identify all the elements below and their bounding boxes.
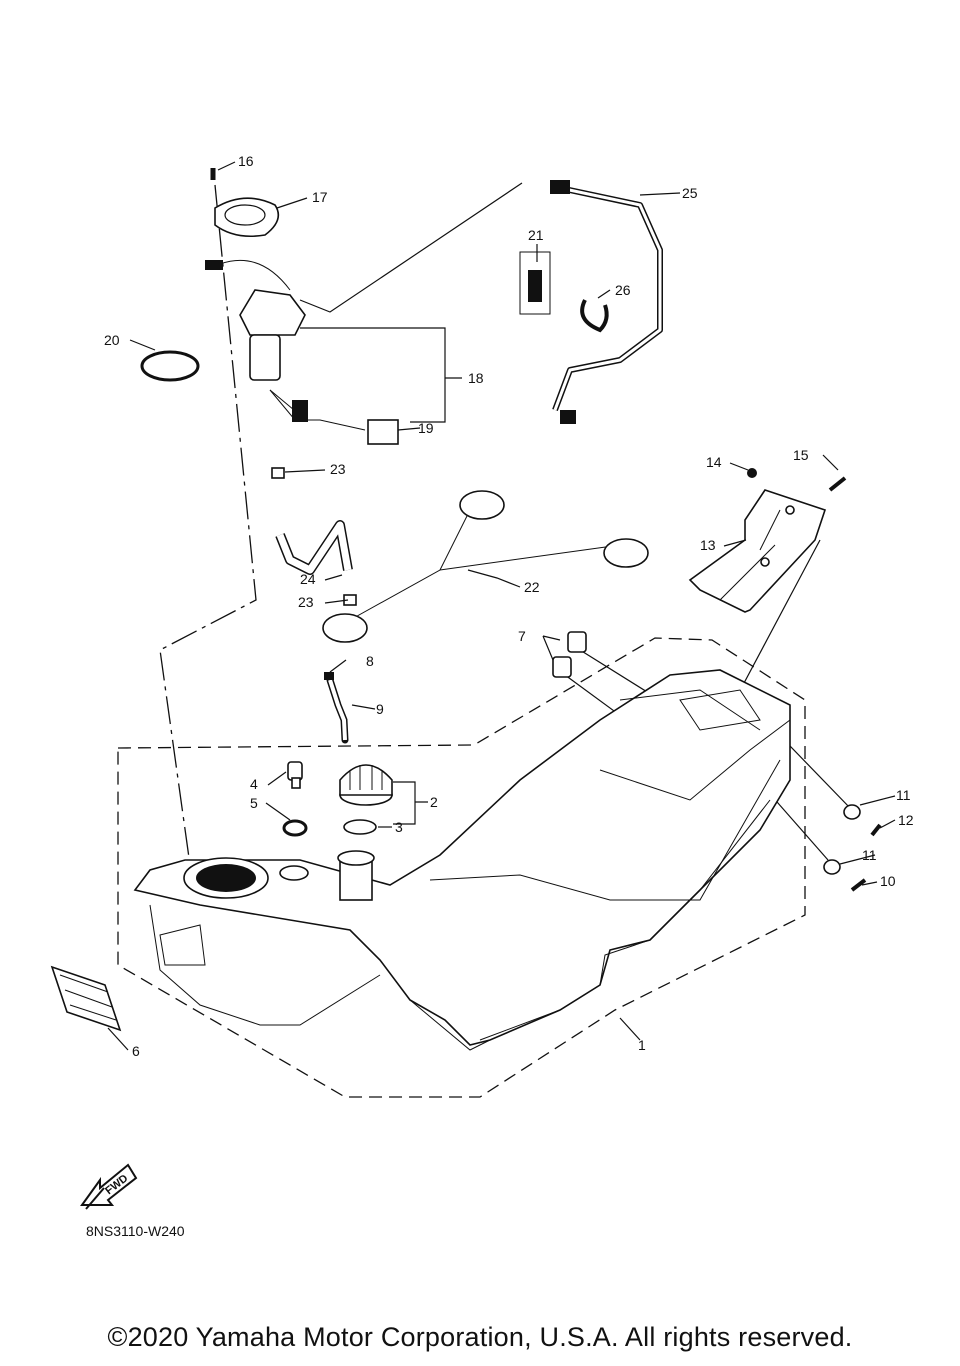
callout-11-upper: 11	[896, 787, 911, 803]
callout-3: 3	[395, 819, 403, 835]
suction-assembly	[322, 490, 649, 643]
damper-lower	[552, 656, 572, 678]
callout-20: 20	[104, 332, 120, 348]
callout-19: 19	[418, 420, 434, 436]
callout-leaders	[107, 161, 896, 1051]
callout-14: 14	[706, 454, 722, 470]
leader-pump-to-tank	[159, 184, 257, 866]
callout-12: 12	[898, 812, 914, 828]
callout-26: 26	[615, 282, 631, 298]
callout-13: 13	[700, 537, 716, 553]
callout-9: 9	[376, 701, 384, 717]
bolt-15	[828, 476, 847, 492]
damper-11-upper	[843, 804, 861, 820]
leader-bracket-to-tank	[734, 539, 821, 701]
tank-assembly-outline	[117, 637, 806, 1098]
callout-24: 24	[300, 571, 316, 587]
callout-labels: 1 2 3 4 5 6 7 8 9 10 11 11 12 13 14 15 1…	[104, 153, 914, 1059]
callout-23-upper: 23	[330, 461, 346, 477]
callout-16: 16	[238, 153, 254, 169]
bolt-10	[850, 878, 867, 892]
callout-4: 4	[250, 776, 258, 792]
callout-17: 17	[312, 189, 328, 205]
leader-hose25-to-pump	[299, 182, 523, 313]
damper-11-lower	[823, 859, 841, 875]
callout-1: 1	[638, 1037, 646, 1053]
clip-26	[580, 299, 609, 333]
callout-6: 6	[132, 1043, 140, 1059]
copyright-notice: ©2020 Yamaha Motor Corporation, U.S.A. A…	[107, 1322, 853, 1352]
fuel-tank	[133, 669, 791, 1051]
callout-10: 10	[880, 873, 896, 889]
callout-15: 15	[793, 447, 809, 463]
callout-18: 18	[468, 370, 484, 386]
bolt-12	[870, 823, 882, 837]
grommet	[282, 819, 308, 837]
hose-clip	[324, 672, 334, 680]
callout-23-lower: 23	[298, 594, 314, 610]
nut-14	[747, 468, 757, 478]
clip-23-upper	[271, 467, 285, 479]
damper-upper	[567, 631, 587, 653]
callout-7: 7	[518, 628, 526, 644]
filter-21	[519, 251, 551, 315]
callout-5: 5	[250, 795, 258, 811]
vent-valve	[287, 761, 303, 789]
callout-2: 2	[430, 794, 438, 810]
cap-seal	[343, 819, 377, 835]
warning-label	[50, 965, 122, 1032]
callout-8: 8	[366, 653, 374, 669]
callout-11-lower: 11	[862, 847, 877, 863]
callout-25: 25	[682, 185, 698, 201]
bracket	[688, 489, 827, 613]
forward-arrow-icon: FWD	[80, 1163, 138, 1210]
callout-22: 22	[524, 579, 540, 595]
fuel-cap	[339, 764, 393, 806]
fuel-pump-assembly	[205, 259, 399, 445]
drawing-code: 8NS3110-W240	[86, 1223, 185, 1239]
pump-o-ring	[140, 350, 200, 382]
hose-25	[552, 185, 663, 412]
leader-18	[300, 327, 462, 423]
callout-21: 21	[528, 227, 544, 243]
